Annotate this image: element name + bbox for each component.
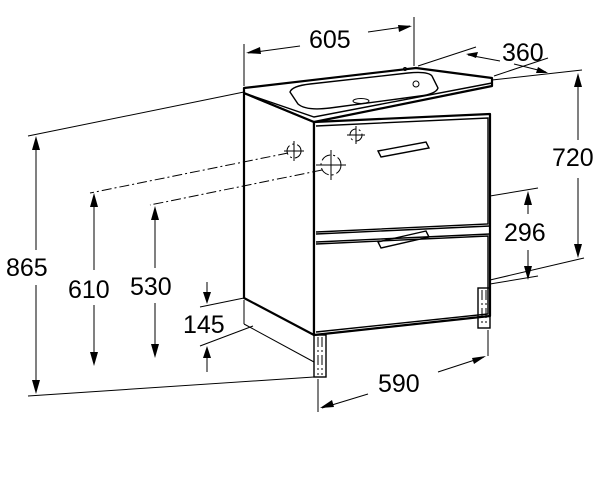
top-drawer-handle — [376, 141, 431, 158]
dimension-drawer-height: 296 — [489, 187, 546, 285]
dimension-width-top: 605 — [243, 17, 415, 86]
front-left-leg — [313, 334, 327, 378]
dimension-leg-height: 145 — [183, 282, 254, 372]
basin-bowl — [289, 71, 439, 110]
bottom-drawer-top-edge — [315, 233, 491, 243]
leg-height-label: 145 — [183, 311, 225, 339]
overflow-hole — [403, 67, 407, 71]
water-supply-icon — [347, 126, 365, 144]
basin-top — [242, 66, 494, 124]
total-height-label: 865 — [6, 254, 48, 282]
bottom-drawer-outline — [315, 235, 489, 333]
basin-top-edge — [243, 82, 493, 118]
waste-height-label: 530 — [130, 273, 172, 301]
tap-hole — [412, 80, 420, 88]
leg-extension-line — [243, 323, 315, 363]
cabinet-body — [242, 66, 494, 337]
dimension-waste-height: 530 — [130, 206, 172, 358]
bottom-drawer-handle — [376, 230, 431, 249]
front-right-leg — [477, 287, 491, 329]
dimension-width-base: 590 — [317, 330, 489, 412]
supply-height-label: 610 — [68, 276, 110, 304]
basin-drain — [352, 98, 370, 104]
top-drawer-outline — [315, 117, 489, 233]
waste-reference-line — [149, 169, 323, 206]
water-supply-icon — [284, 141, 304, 161]
drawer-height-label: 296 — [504, 219, 546, 247]
cabinet-left-side — [242, 91, 316, 337]
supply-reference-line — [89, 152, 289, 194]
dimension-supply-height: 610 — [68, 193, 110, 366]
dimension-depth: 360 — [417, 39, 549, 77]
width-top-label: 605 — [309, 26, 351, 54]
depth-label: 360 — [502, 39, 544, 67]
dimension-total-height: 865 — [6, 91, 315, 397]
width-base-label: 590 — [378, 370, 420, 398]
cabinet-legs — [313, 287, 491, 378]
dimension-cabinet-height: 720 — [489, 69, 594, 281]
top-drawer-bottom-edge — [315, 225, 491, 235]
cabinet-height-label: 720 — [552, 144, 594, 172]
waste-outlet-icon — [316, 150, 346, 180]
